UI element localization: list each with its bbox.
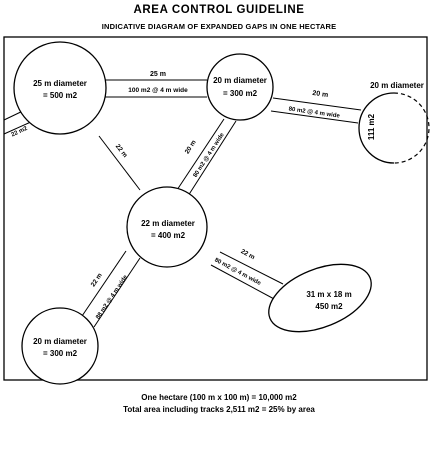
track-center-right-length: 22 m bbox=[240, 248, 257, 261]
track-right-area: 80 m2 @ 4 m wide bbox=[288, 106, 341, 119]
track-center-top: 20 m 80 m2 @ 4 m wide bbox=[176, 118, 237, 197]
track-right: 20 m 80 m2 @ 4 m wide bbox=[270, 90, 362, 124]
track-diagonal-length: 22 m bbox=[114, 143, 129, 159]
footer-total-note: Total area including tracks 2,511 m2 = 2… bbox=[123, 405, 315, 414]
track-center-bottom-length: 22 m bbox=[90, 272, 104, 288]
track-right-length: 20 m bbox=[312, 90, 329, 99]
gap-25m-area: = 500 m2 bbox=[43, 91, 78, 100]
track-center-top-area: 80 m2 @ 4 m wide bbox=[193, 132, 226, 179]
gap-22m-diameter: 22 m diameter bbox=[141, 219, 195, 228]
gap-20m-right: 20 m diameter 111 m2 bbox=[358, 81, 430, 164]
track-center-top-length: 20 m bbox=[184, 139, 198, 155]
gap-20m-top-diameter: 20 m diameter bbox=[213, 76, 267, 85]
track-top-length: 25 m bbox=[150, 71, 166, 78]
footer-hectare-note: One hectare (100 m x 100 m) = 10,000 m2 bbox=[141, 393, 297, 402]
gap-25m-diameter: 25 m diameter bbox=[33, 79, 87, 88]
gap-20m-top: 20 m diameter = 300 m2 bbox=[206, 53, 274, 121]
track-top: 25 m 100 m2 @ 4 m wide bbox=[104, 71, 207, 98]
page-subtitle: INDICATIVE DIAGRAM OF EXPANDED GAPS IN O… bbox=[101, 22, 337, 31]
gap-20m-right-area: 111 m2 bbox=[367, 113, 376, 140]
gap-20m-bottom: 20 m diameter = 300 m2 bbox=[21, 307, 99, 385]
gap-ellipse-dimensions: 31 m x 18 m bbox=[306, 290, 351, 299]
track-diagonal: 22 m bbox=[98, 135, 141, 191]
gap-25m: 25 m diameter = 500 m2 bbox=[13, 41, 107, 135]
gap-20m-top-area: = 300 m2 bbox=[223, 89, 258, 98]
gap-20m-bottom-area: = 300 m2 bbox=[43, 349, 78, 358]
track-left-edge-label: 22 m2 bbox=[11, 126, 30, 139]
track-center-bottom: 22 m 88 m2 @ 4 m wide bbox=[79, 250, 141, 328]
gap-20m-bottom-diameter: 20 m diameter bbox=[33, 337, 87, 346]
track-center-right: 22 m 80 m2 @ 4 m wide bbox=[210, 248, 284, 301]
hectare-boundary bbox=[3, 36, 428, 381]
track-center-right-area: 80 m2 @ 4 m wide bbox=[213, 257, 262, 287]
gap-ellipse: 31 m x 18 m 450 m2 bbox=[268, 263, 372, 333]
gap-ellipse-area: 450 m2 bbox=[315, 302, 343, 311]
gap-20m-right-diameter: 20 m diameter bbox=[370, 81, 424, 90]
page-title: AREA CONTROL GUIDELINE bbox=[133, 4, 305, 16]
gap-22m-area: = 400 m2 bbox=[151, 231, 186, 240]
track-top-area: 100 m2 @ 4 m wide bbox=[128, 87, 188, 94]
gap-22m: 22 m diameter = 400 m2 bbox=[126, 186, 208, 268]
